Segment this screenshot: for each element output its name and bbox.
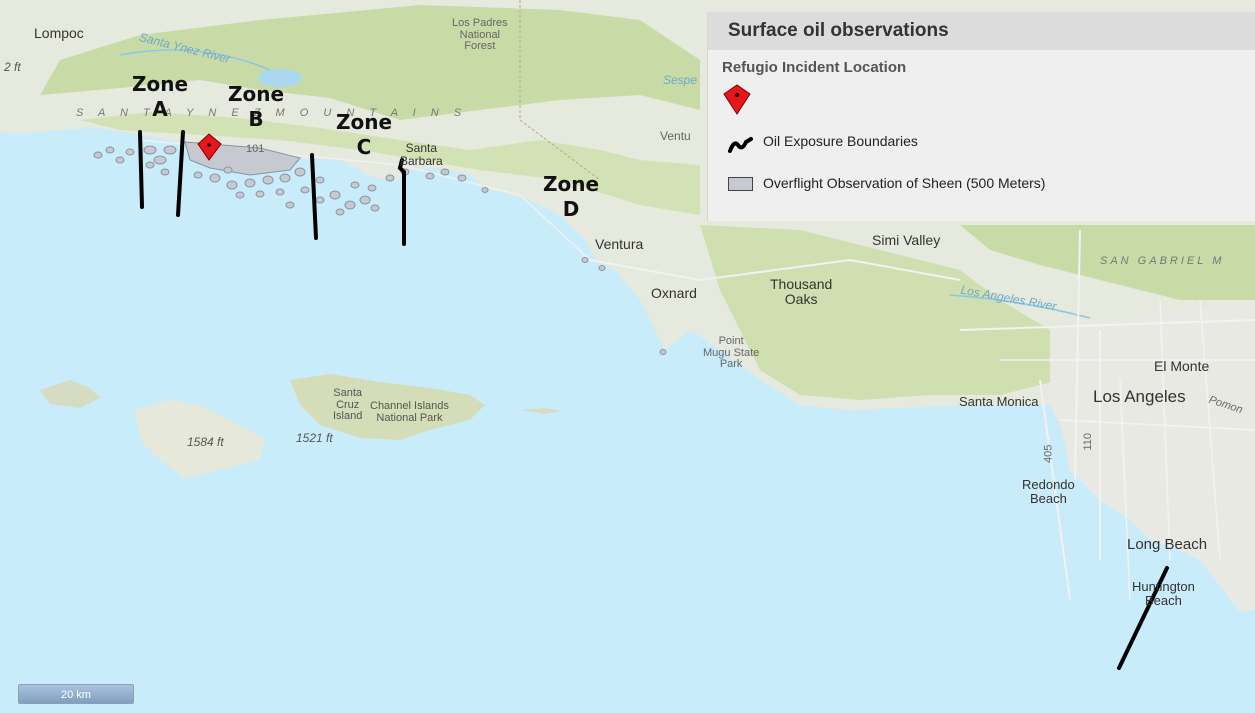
road — [1039, 379, 1071, 601]
label-san-gabriel-mountains: SAN GABRIEL M — [1100, 255, 1225, 267]
legend-sheen-label: Overflight Observation of Sheen (500 Met… — [763, 175, 1046, 191]
label-channel-islands-line: National Park — [376, 411, 443, 424]
label-channel-islands-line: Channel Islands — [370, 400, 449, 412]
label-los-padres-line: Los Padres — [452, 17, 508, 29]
label-santa-cruz-line: Island — [333, 410, 363, 423]
label-santa-barbara-line: Barbara — [400, 153, 443, 168]
boundary-line-icon — [728, 137, 753, 153]
label-lompoc: Lompoc — [34, 25, 84, 41]
label-santa-barbara-line: Santa — [405, 141, 438, 155]
zone-word: Zone — [132, 72, 189, 96]
boundary-line — [310, 153, 318, 240]
label-huntington-line: Beach — [1145, 592, 1182, 608]
island-santa-cruz — [290, 374, 485, 440]
label-elevation-1521: 1521 ft — [296, 431, 333, 445]
forest-boundary — [519, 0, 601, 181]
label-elevation-1584: 1584 ft — [187, 435, 224, 449]
road — [1199, 299, 1221, 561]
legend-incident-heading: Refugio Incident Location — [722, 59, 907, 76]
label-thousand-oaks-line: Thousand — [770, 276, 833, 292]
label-point-mugu: Point Mugu State Park — [703, 335, 760, 371]
zone-word: Zone — [336, 110, 393, 134]
label-el-monte: El Monte — [1154, 358, 1210, 374]
label-ventura: Ventura — [595, 236, 644, 252]
label-santa-cruz-line: Cruz — [336, 398, 360, 411]
label-redondo-beach: Redondo Beach — [1022, 478, 1075, 505]
zone-letter: D — [562, 197, 580, 221]
label-point-mugu-line: Park — [719, 358, 743, 371]
label-redondo-line: Redondo — [1022, 477, 1075, 492]
label-hwy-101: 101 — [246, 143, 265, 155]
label-hwy-405: 405 — [1042, 444, 1055, 463]
zone-word: Zone — [228, 82, 285, 106]
legend-panel: Surface oil observations Refugio Inciden… — [707, 12, 1255, 221]
scale-bar: 20 km — [18, 684, 134, 704]
river — [949, 294, 1091, 319]
label-simi-valley: Simi Valley — [872, 232, 941, 248]
zone-b-label: Zone B — [228, 82, 284, 132]
road — [959, 319, 1255, 331]
label-los-padres-line: Forest — [464, 40, 496, 53]
label-channel-islands: Channel Islands National Park — [370, 400, 449, 424]
forest-area-4 — [960, 225, 1255, 300]
label-elevation: 2 ft — [4, 60, 21, 74]
island-santa-rosa — [135, 400, 265, 478]
label-hwy-110: 110 — [1082, 433, 1094, 451]
label-thousand-oaks-line: Oaks — [784, 290, 818, 307]
label-redondo-line: Beach — [1029, 490, 1067, 506]
forest-area — [40, 5, 700, 120]
label-ventura-top: Ventu — [660, 129, 691, 143]
label-point-mugu-line: Point — [718, 335, 744, 347]
zone-a-label: Zone A — [132, 72, 188, 122]
label-los-padres-line: National — [459, 28, 500, 41]
road — [1059, 419, 1255, 431]
island-anacapa — [520, 408, 562, 414]
sheen-observations — [93, 141, 667, 355]
boundary-line — [138, 130, 144, 209]
label-santa-cruz-island: Santa Cruz Island — [333, 387, 363, 423]
island-san-miguel — [40, 380, 100, 408]
road — [1074, 229, 1081, 481]
oil-exposure-boundaries — [138, 130, 1169, 670]
label-point-mugu-line: Mugu State — [703, 346, 760, 359]
boundary-line — [397, 158, 406, 246]
zone-letter: C — [356, 135, 372, 159]
incident-location-marker — [197, 133, 222, 161]
zone-letter: B — [248, 107, 264, 131]
zone-c-label: Zone C — [336, 110, 392, 160]
boundary-line — [1117, 566, 1169, 670]
label-huntington-line: Huntington — [1132, 579, 1195, 594]
label-huntington-beach: Huntington Beach — [1132, 580, 1195, 607]
incident-marker-icon — [723, 84, 751, 115]
label-los-padres: Los Padres National Forest — [452, 17, 508, 53]
road — [1119, 379, 1131, 601]
road — [1159, 299, 1171, 561]
zone-d-label: Zone D — [543, 172, 599, 222]
label-santa-barbara: Santa Barbara — [400, 142, 443, 167]
sheen-swatch-icon — [728, 177, 753, 191]
label-thousand-oaks: Thousand Oaks — [770, 277, 832, 306]
label-santa-ynez-mountains: S A N T A Y N E Z M O U N T A I N S — [76, 107, 468, 119]
urban-area — [1050, 300, 1255, 612]
label-santa-monica: Santa Monica — [959, 394, 1039, 409]
zone-letter: A — [152, 97, 168, 121]
label-los-angeles: Los Angeles — [1093, 387, 1186, 406]
label-oxnard: Oxnard — [651, 285, 697, 301]
river — [119, 49, 271, 71]
boundary-line — [176, 130, 185, 217]
forest-area-2 — [80, 112, 700, 215]
label-sespe: Sespe — [663, 73, 698, 87]
label-santa-cruz-line: Santa — [333, 387, 363, 399]
label-long-beach: Long Beach — [1127, 536, 1208, 553]
legend-boundaries-label: Oil Exposure Boundaries — [763, 133, 918, 149]
lake — [258, 69, 302, 87]
legend-title: Surface oil observations — [708, 12, 1255, 50]
zone-word: Zone — [543, 172, 600, 196]
road — [589, 258, 961, 282]
